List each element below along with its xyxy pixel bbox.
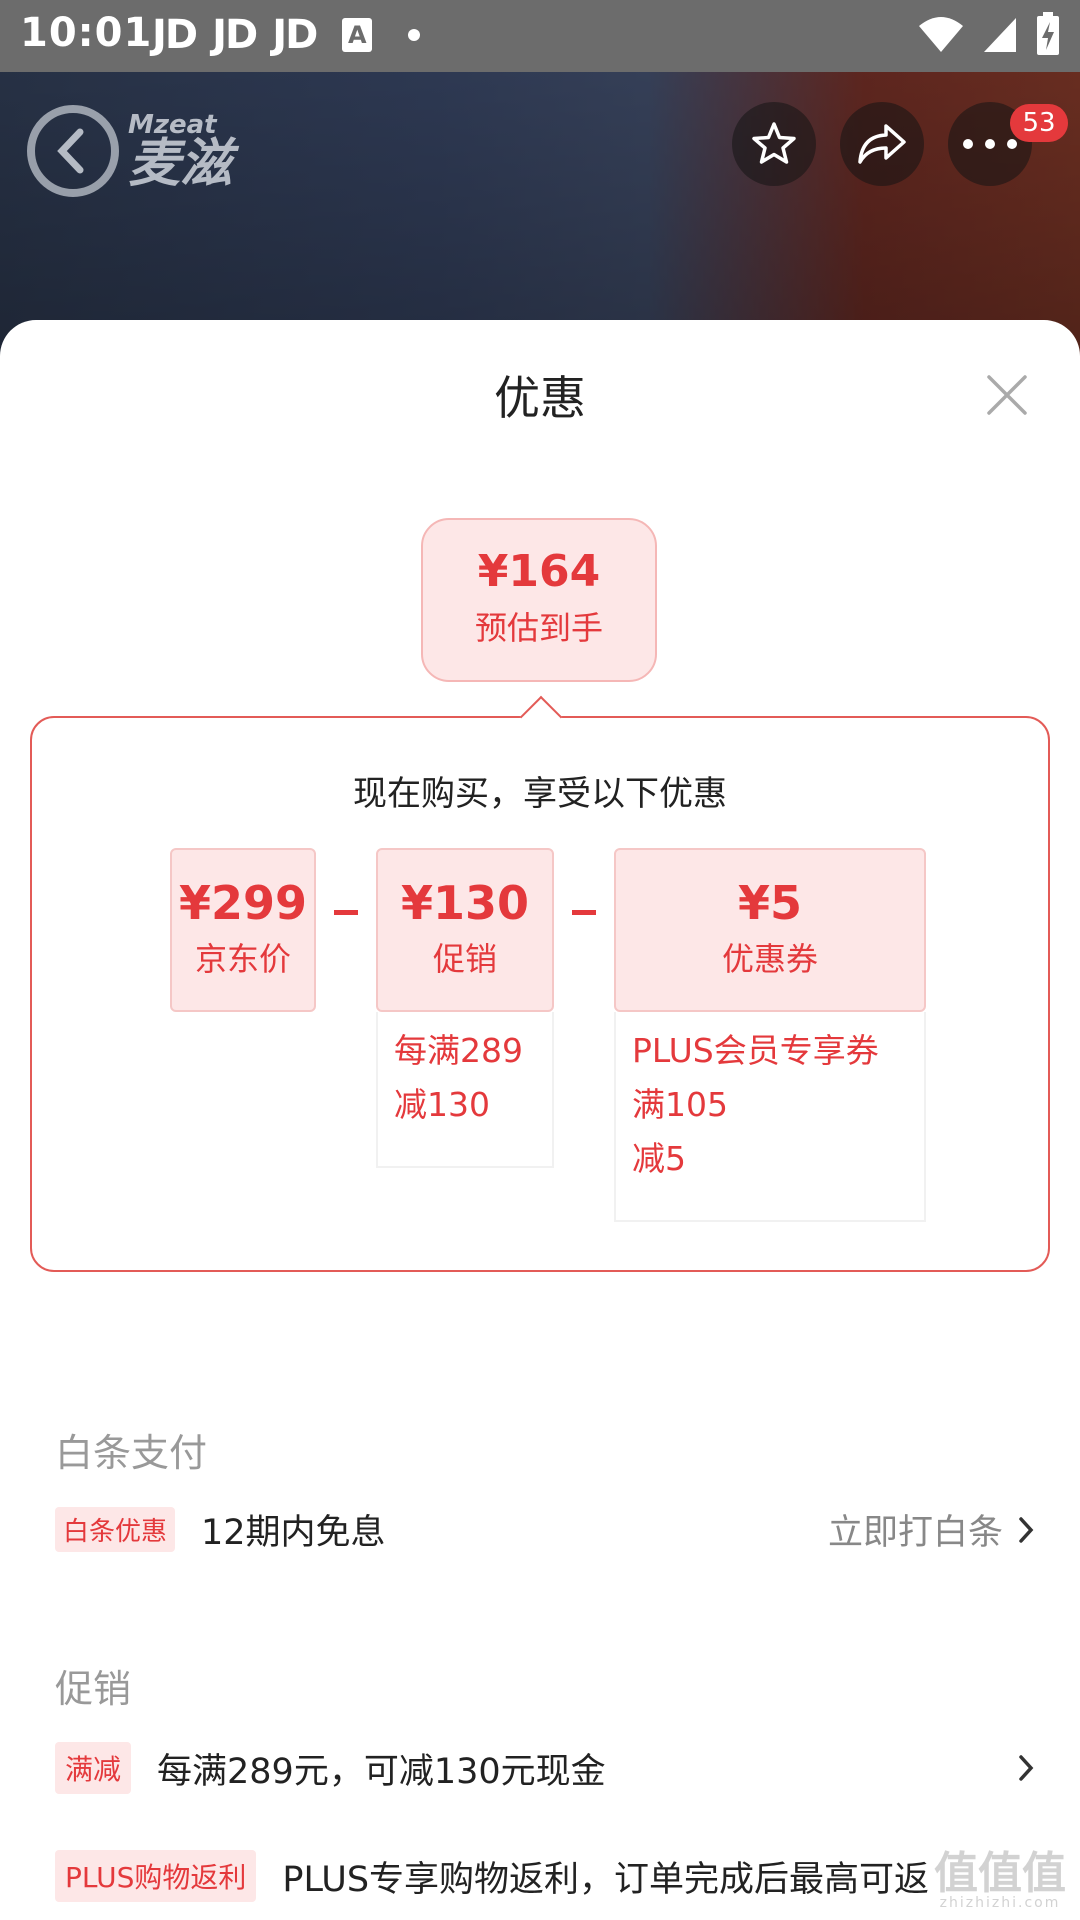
- close-icon[interactable]: [984, 372, 1030, 418]
- breakdown-title: 现在购买，享受以下优惠: [353, 774, 727, 814]
- promotion-detail: 每满289 减130: [376, 1012, 554, 1168]
- jd-app-icon: JD: [272, 12, 318, 58]
- promotion-item-text: 每满289元，可减130元现金: [157, 1751, 606, 1792]
- chevron-right-icon: [1019, 1516, 1034, 1543]
- promotion-card: ¥130 促销: [376, 848, 554, 1012]
- chevron-right-icon: [1019, 1755, 1034, 1781]
- baitiao-link[interactable]: 立即打白条: [827, 1513, 1003, 1553]
- baitiao-row[interactable]: 白条优惠 12期内免息 立即打白条: [55, 1504, 1035, 1555]
- notification-icons: JD JD JD A: [152, 12, 421, 58]
- promotion-heading: 促销: [55, 1667, 132, 1711]
- discount-sheet: 优惠 ¥164 预估到手 现在购买，享受以下优惠 ¥299 京东价 ¥130 促…: [0, 320, 1080, 1920]
- favorite-button[interactable]: [732, 102, 816, 186]
- status-time: 10:01: [20, 10, 153, 56]
- jd-app-icon: JD: [152, 12, 198, 58]
- share-icon: [858, 124, 906, 164]
- promotion-item-row[interactable]: PLUS购物返利 PLUS专享购物返利，订单完成后最高可返: [55, 1850, 1035, 1902]
- minus-sign: [572, 910, 596, 915]
- more-notifications-dot-icon: [408, 29, 421, 41]
- baitiao-tag: 白条优惠: [55, 1507, 176, 1552]
- baitiao-heading: 白条支付: [55, 1431, 208, 1475]
- star-icon: [752, 122, 796, 164]
- mzeat-logo: Mzeat 麦滋: [24, 102, 232, 200]
- watermark: 值值值 zhizhizhi.com: [934, 1848, 1066, 1911]
- coupon-card: ¥5 优惠券: [614, 848, 926, 1012]
- plus-rebate-tag: PLUS购物返利: [55, 1850, 257, 1902]
- sheet-title: 优惠: [494, 371, 586, 425]
- promotion-value: ¥130: [400, 876, 530, 930]
- wifi-icon: [919, 17, 963, 52]
- estimated-price-badge: ¥164 预估到手: [421, 518, 657, 682]
- baitiao-text: 12期内免息: [201, 1513, 386, 1553]
- jd-price-value: ¥299: [178, 876, 308, 930]
- back-icon[interactable]: [24, 102, 122, 200]
- promotion-label: 促销: [432, 940, 497, 978]
- jd-price-card: ¥299 京东价: [170, 848, 316, 1012]
- jd-price-label: 京东价: [194, 940, 291, 978]
- coupon-label: 优惠券: [721, 940, 818, 978]
- minus-sign: [334, 910, 358, 915]
- system-icons: [918, 12, 1060, 56]
- share-button[interactable]: [840, 102, 924, 186]
- more-button[interactable]: [948, 102, 1032, 186]
- promotion-tag: 满减: [55, 1742, 132, 1794]
- jd-app-icon: JD: [212, 12, 258, 58]
- signal-icon: [984, 18, 1016, 52]
- estimated-price-label: 预估到手: [474, 609, 603, 647]
- estimated-price: ¥164: [477, 546, 601, 597]
- more-dots-icon: [963, 139, 1017, 149]
- a-app-icon: A: [342, 18, 373, 52]
- message-count-badge: 53: [1010, 104, 1068, 142]
- coupon-value: ¥5: [737, 876, 802, 930]
- promotion-item-row[interactable]: 满减 每满289元，可减130元现金: [55, 1742, 1035, 1794]
- battery-icon: [1037, 12, 1059, 55]
- plus-rebate-text: PLUS专享购物返利，订单完成后最高可返: [282, 1859, 930, 1900]
- status-bar: 10:01 JD JD JD A: [0, 0, 1080, 72]
- coupon-detail: PLUS会员专享券 满105 减5: [614, 1012, 926, 1222]
